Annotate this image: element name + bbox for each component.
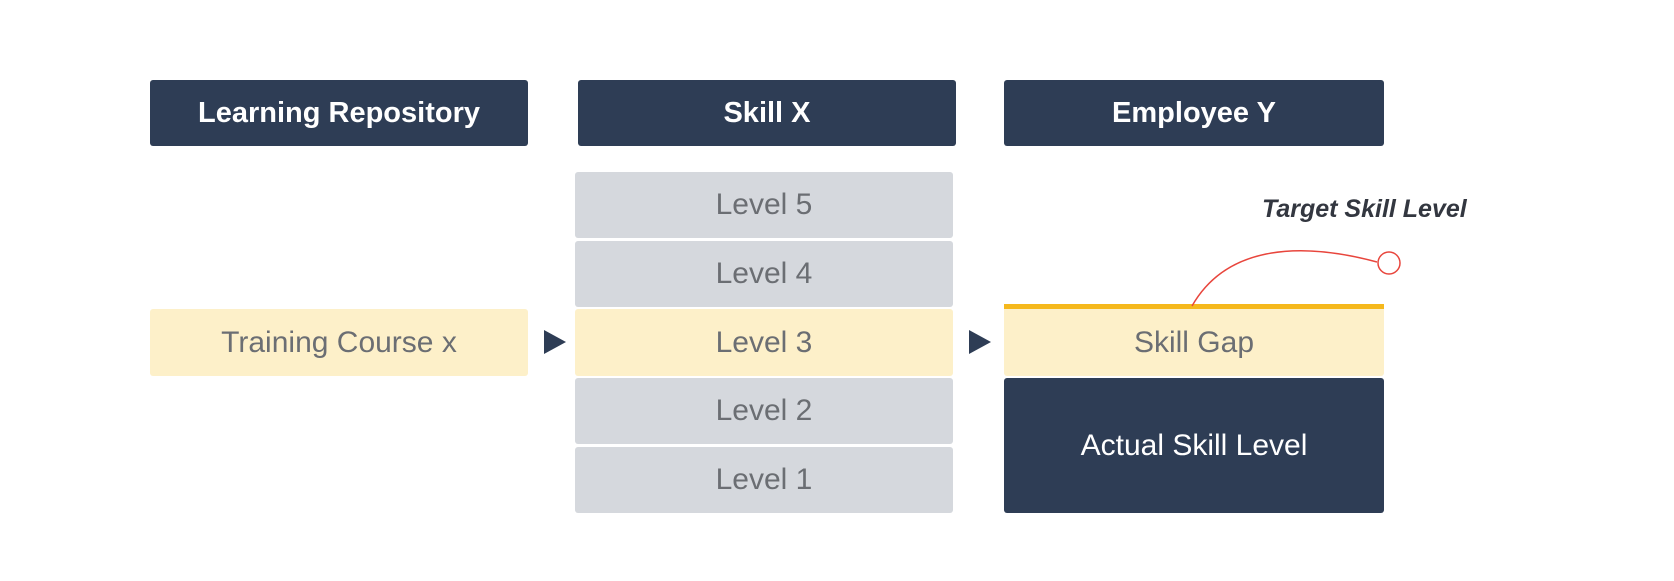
header-employee-y: Employee Y (1004, 80, 1384, 146)
skill-level-2: Level 2 (575, 378, 953, 444)
target-skill-line (1004, 304, 1384, 309)
header-learning-repository: Learning Repository (150, 80, 528, 146)
skill-level-5: Level 5 (575, 172, 953, 238)
training-course-box: Training Course x (150, 309, 528, 376)
target-skill-level-label: Target Skill Level (1262, 195, 1467, 223)
skill-level-1: Level 1 (575, 447, 953, 513)
callout-marker-icon (1377, 251, 1401, 275)
skill-gap-box: Skill Gap (1004, 309, 1384, 376)
header-skill-x: Skill X (578, 80, 956, 146)
actual-skill-level-box: Actual Skill Level (1004, 378, 1384, 513)
arrow-right-icon (544, 330, 566, 354)
skill-level-3: Level 3 (575, 309, 953, 376)
skill-level-4: Level 4 (575, 241, 953, 307)
arrow-right-icon (969, 330, 991, 354)
